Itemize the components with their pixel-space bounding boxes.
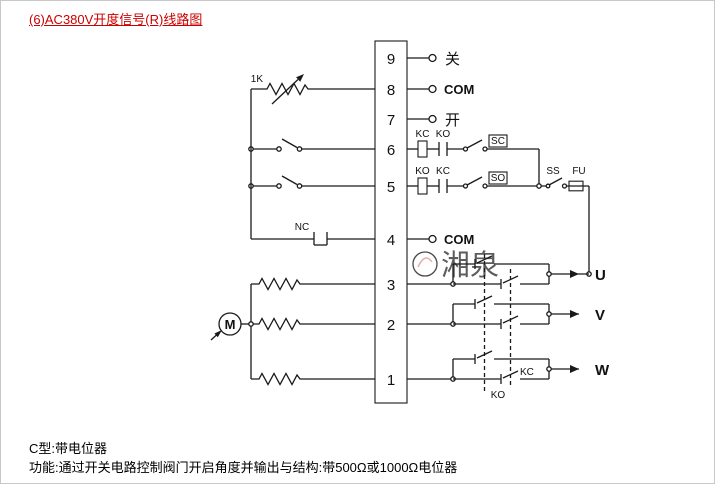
so-label: SO — [491, 173, 506, 184]
com-mid-label: COM — [444, 232, 474, 247]
kc-linkage-label: KC — [520, 367, 534, 378]
ss-label: SS — [546, 166, 560, 177]
so-switch-box — [488, 171, 508, 185]
terminal-block: 9 8 7 6 5 4 3 2 1 — [374, 40, 408, 404]
kc-contact-block-icon — [417, 140, 428, 158]
watermark-swirl-icon — [412, 251, 438, 277]
kc-row6-label: KC — [416, 129, 430, 140]
feedback-resistors — [248, 277, 375, 386]
sc-label: SC — [491, 136, 505, 147]
ko-row6-label: KO — [436, 129, 451, 140]
terminal-number-9: 9 — [387, 51, 395, 68]
footer: C型:带电位器 功能:通过开关电路控制阀门开启角度并输出与结构:带500Ω或10… — [29, 439, 457, 477]
com-mid-connector — [428, 234, 437, 244]
fuse-icon — [568, 180, 584, 192]
motor: M — [210, 312, 251, 341]
u-arrow-icon — [570, 270, 579, 278]
ss-fu-branch: SS FU — [545, 166, 592, 277]
terminal-number-4: 4 — [387, 232, 395, 249]
junction-dot — [248, 321, 254, 327]
fu-label: FU — [572, 166, 585, 177]
v-label: V — [595, 307, 605, 324]
footer-function-line: 功能:通过开关电路控制阀门开启角度并输出与结构:带500Ω或1000Ω电位器 — [29, 460, 458, 475]
com-top-label: COM — [444, 82, 474, 97]
watermark-logo: 湘泉 — [412, 249, 499, 282]
left-limit-switches — [248, 89, 375, 239]
sc-switch-box — [488, 134, 508, 148]
open-label: 开 — [445, 112, 460, 129]
w-label: W — [595, 362, 610, 379]
terminal-number-8: 8 — [387, 82, 395, 99]
motor-label: M — [225, 317, 236, 332]
row-open: 开 — [407, 112, 460, 129]
w-arrow-icon — [570, 365, 579, 373]
com-top-connector — [428, 84, 437, 94]
row-com-mid: COM — [407, 232, 474, 247]
pot-wiper-arrow-icon — [296, 74, 304, 82]
ko-linkage-label: KO — [491, 390, 506, 401]
v-arrow-icon — [570, 310, 579, 318]
watermark-swirl-stroke — [417, 257, 433, 268]
resistor-icon — [251, 317, 375, 331]
resistor-icon — [251, 372, 375, 386]
potentiometer: 1K — [251, 74, 375, 105]
terminal-number-5: 5 — [387, 179, 395, 196]
ko-contact-block-icon — [417, 177, 428, 195]
junction-dot — [536, 183, 542, 189]
nc-contact: NC — [251, 222, 375, 246]
ko-row5-label: KO — [415, 166, 430, 177]
motor-arrow-icon — [214, 330, 222, 338]
close-terminal-connector — [428, 53, 437, 63]
kc-row5-label: KC — [436, 166, 450, 177]
row-com-top: COM — [407, 82, 474, 97]
row6-contacts: KC KO SC — [407, 129, 540, 186]
footer-type-line: C型:带电位器 — [29, 441, 108, 456]
terminal-number-3: 3 — [387, 277, 395, 294]
terminal-number-6: 6 — [387, 142, 395, 159]
terminal-block-outline — [374, 40, 408, 404]
page-title-link[interactable]: (6)AC380V开度信号(R)线路图 — [29, 12, 203, 27]
terminal-number-7: 7 — [387, 112, 395, 129]
terminal-number-2: 2 — [387, 317, 395, 334]
output-terminals: U V W — [546, 267, 610, 379]
pot-label: 1K — [251, 74, 264, 85]
open-terminal-connector — [428, 114, 437, 124]
close-label: 关 — [445, 51, 460, 68]
resistor-icon — [251, 277, 375, 291]
nc-label: NC — [295, 222, 309, 233]
row-close: 关 — [407, 51, 460, 68]
u-label: U — [595, 267, 606, 284]
terminal-number-1: 1 — [387, 372, 395, 389]
watermark-text: 湘泉 — [441, 249, 499, 282]
row5-contacts: KO KC SO — [407, 166, 547, 195]
